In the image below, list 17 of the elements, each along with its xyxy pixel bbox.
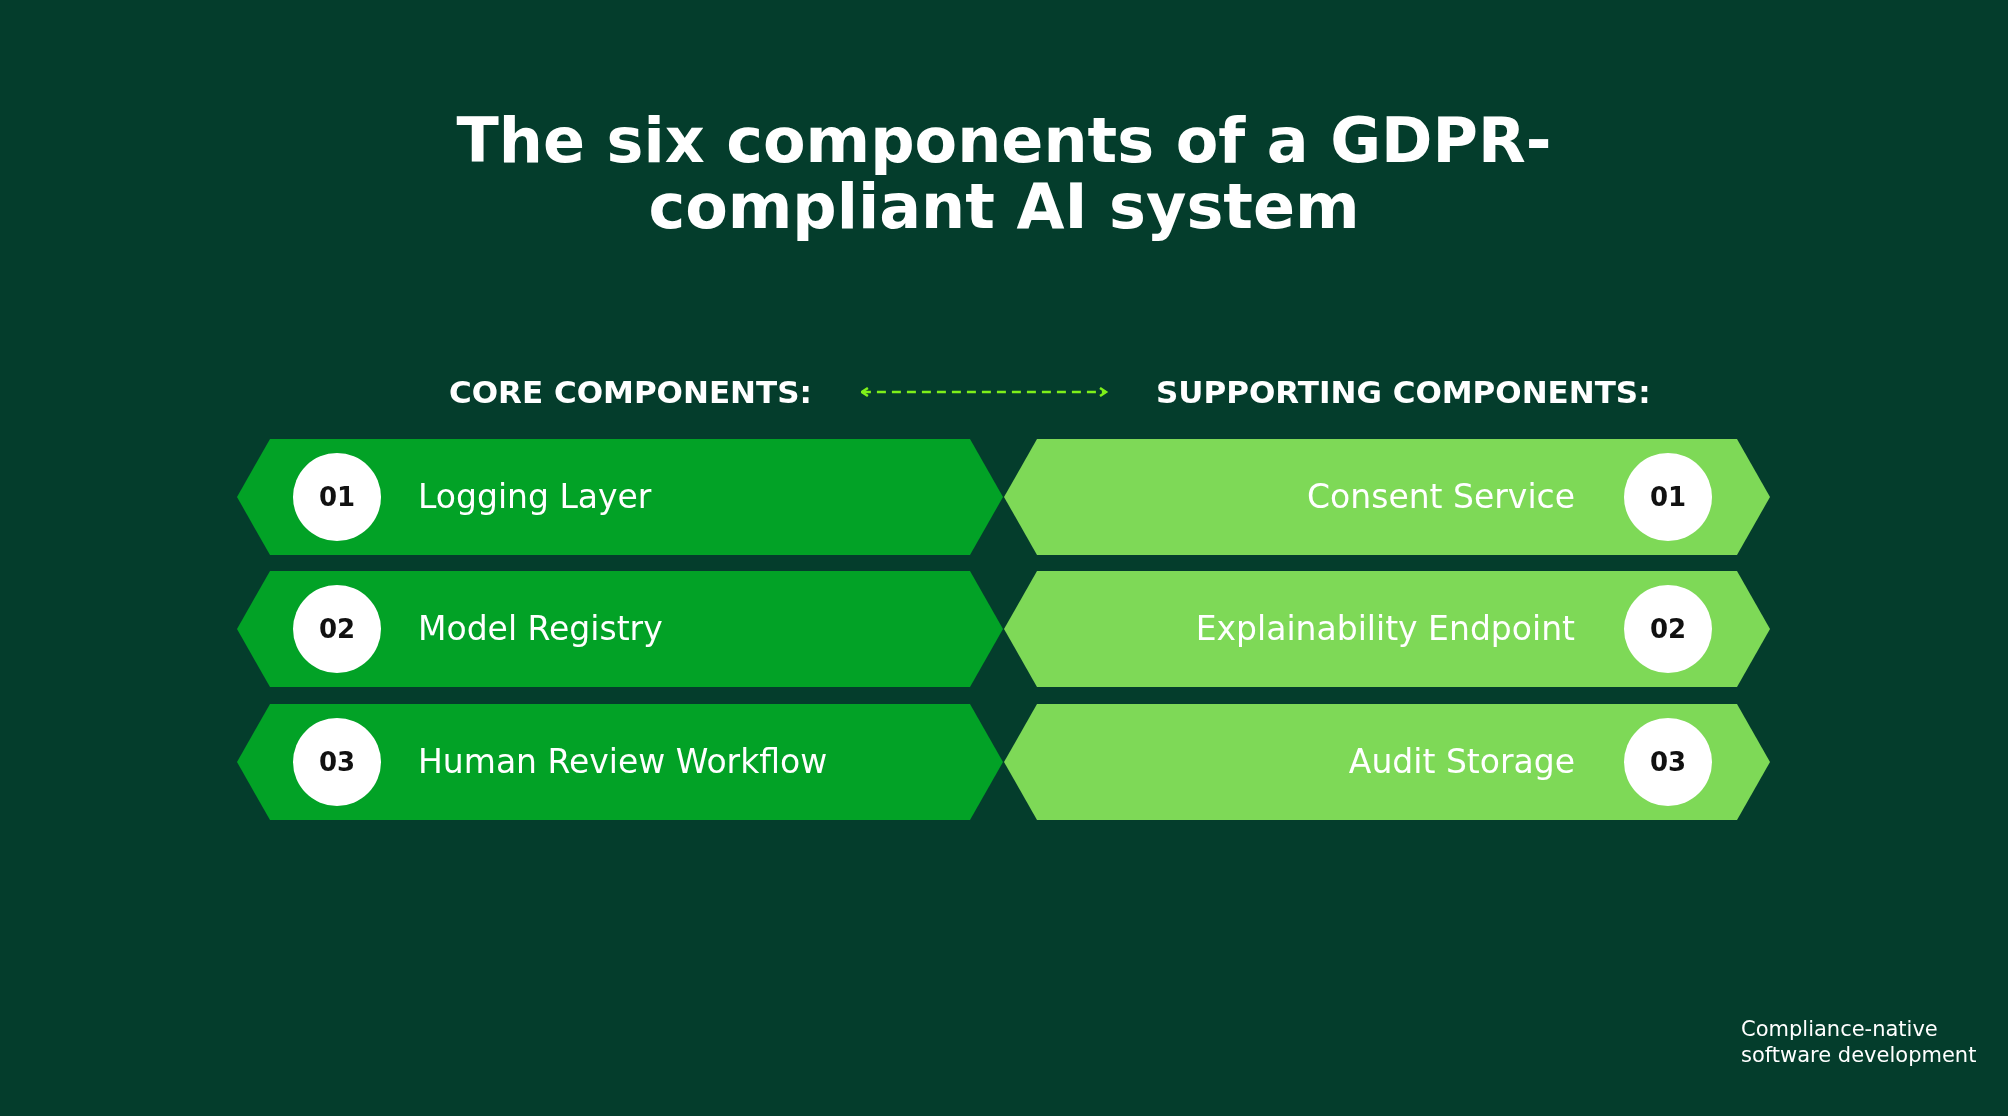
section-heading: CORE COMPONENTS: (449, 374, 812, 410)
component-label: Audit Storage (1348, 742, 1575, 781)
double-arrow (860, 386, 1108, 398)
number-badge: 03 (1624, 718, 1712, 806)
tagline-text: Compliance-native software development (1741, 1016, 1978, 1068)
component-label: Human Review Workflow (418, 742, 828, 781)
number-badge: 02 (1624, 585, 1712, 673)
number-badge: 02 (293, 585, 381, 673)
component-label: Consent Service (1307, 477, 1575, 516)
component-label: Explainability Endpoint (1195, 609, 1575, 648)
section-heading: SUPPORTING COMPONENTS: (1156, 374, 1651, 410)
number-badge: 01 (293, 453, 381, 541)
component-label: Model Registry (418, 609, 663, 648)
title-heading: The six components of a GDPR-compliant AI system (455, 108, 1553, 240)
component-label: Logging Layer (418, 477, 652, 516)
number-badge: 03 (293, 718, 381, 806)
number-badge: 01 (1624, 453, 1712, 541)
